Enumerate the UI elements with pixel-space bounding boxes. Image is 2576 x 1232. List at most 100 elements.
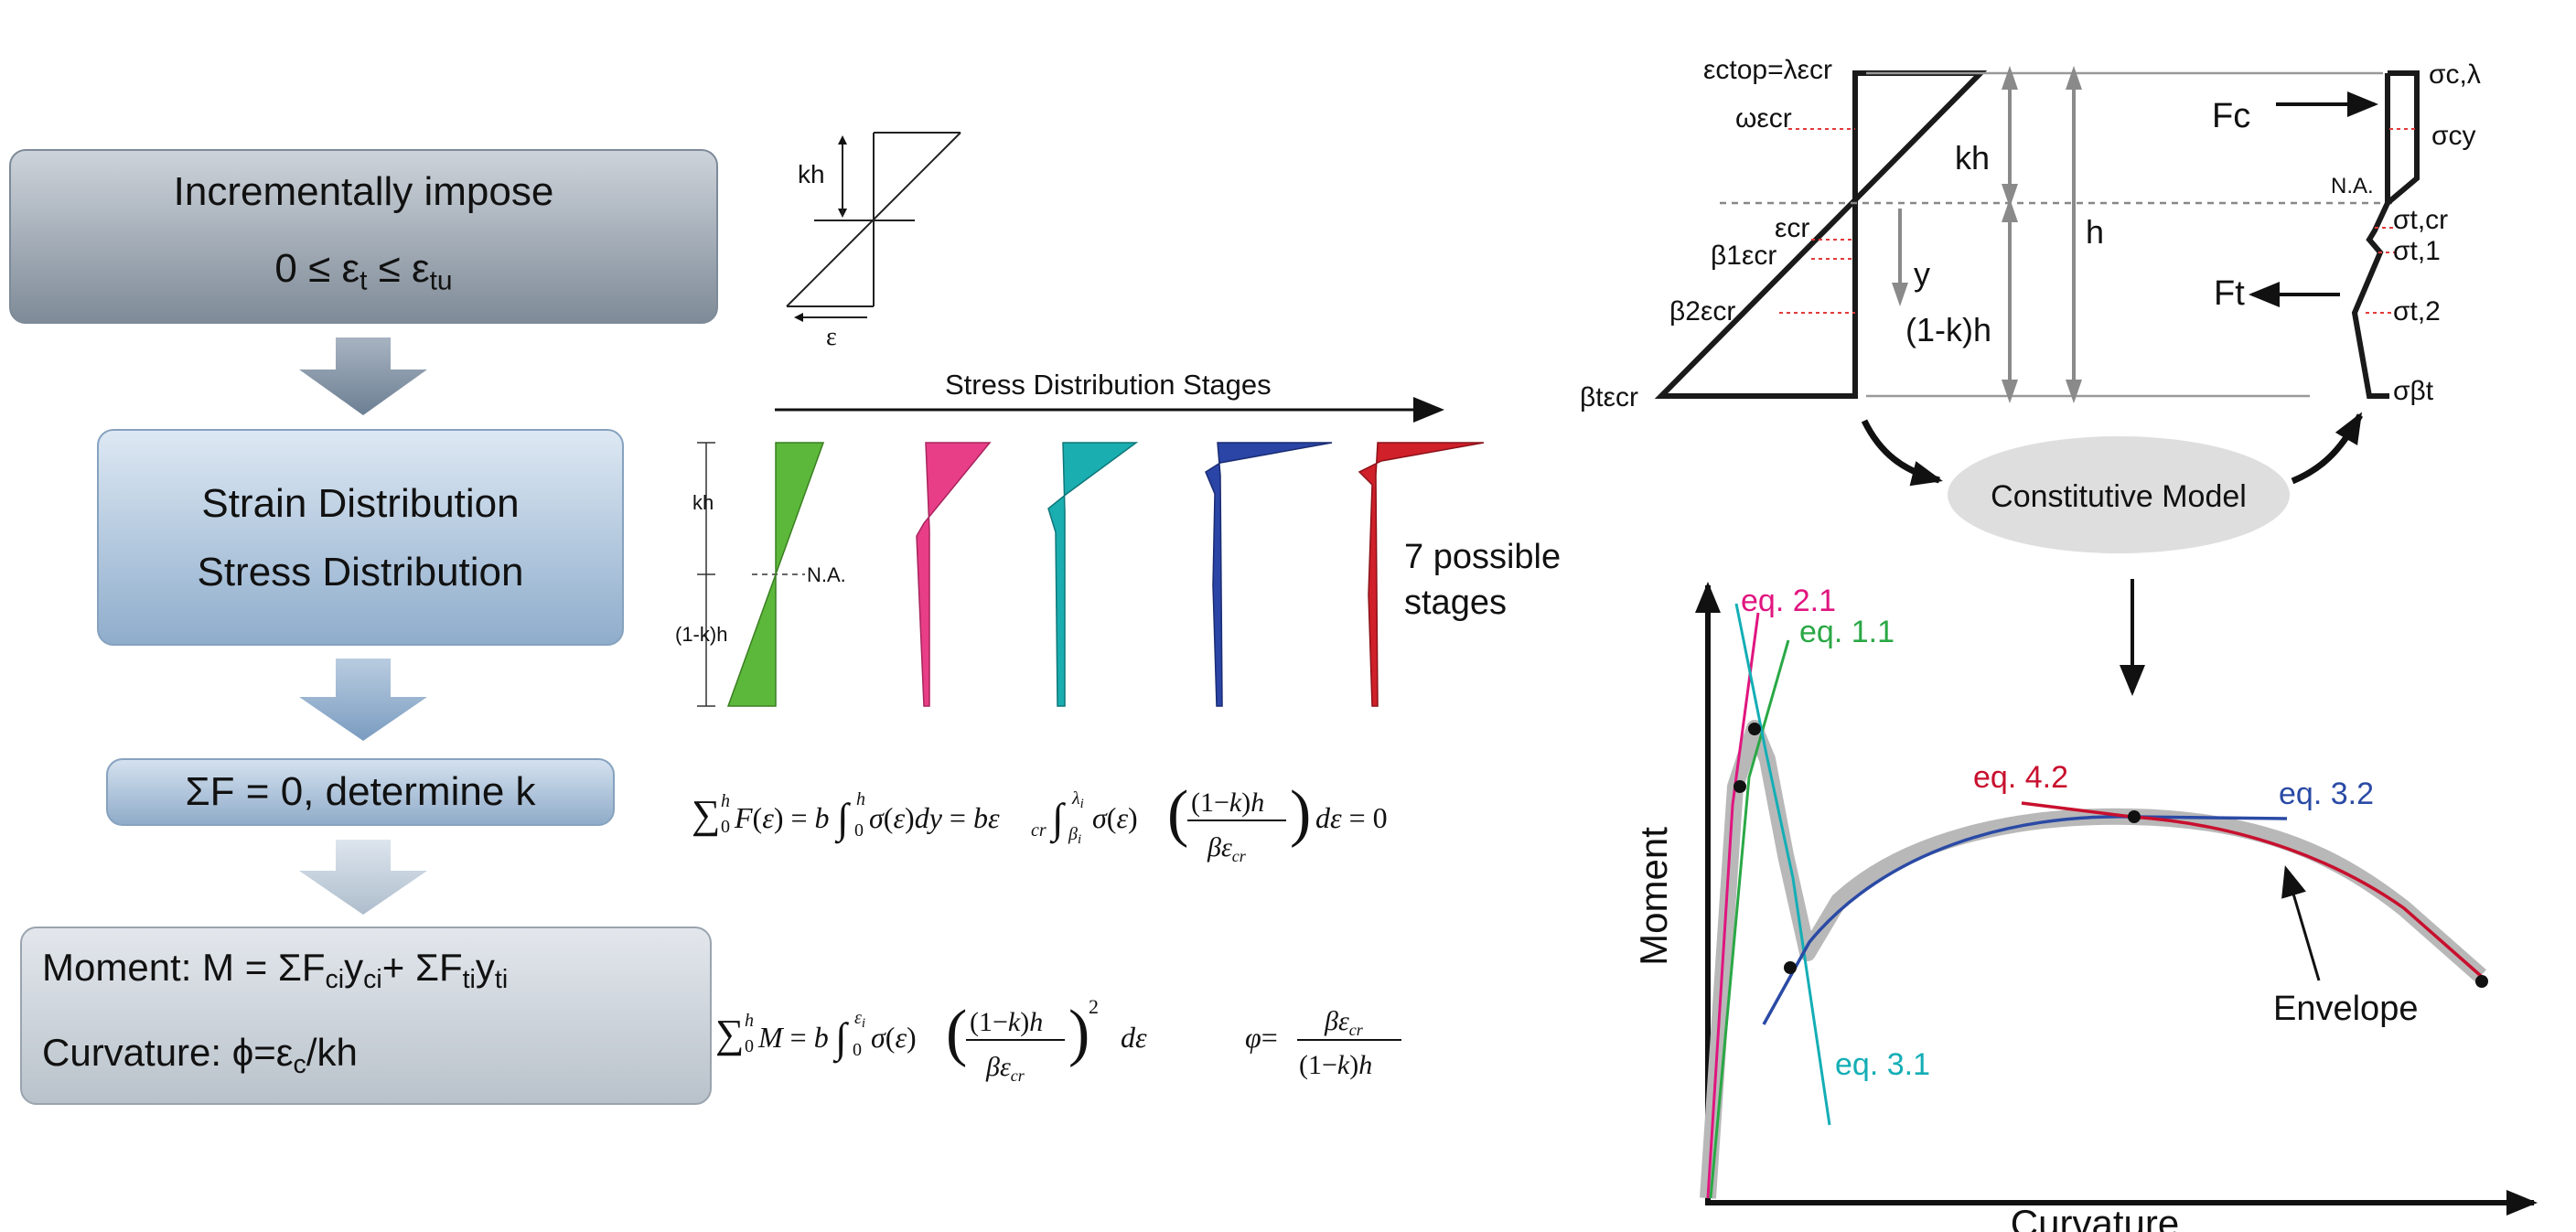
force-ft-label: Ft	[2214, 274, 2245, 313]
equation-force: ∑ h 0 F(ε) = b ∫ h 0 σ(ε)dy = bε cr ∫ λi…	[692, 778, 1388, 865]
svg-text:0: 0	[721, 817, 730, 837]
svg-text:2: 2	[1089, 995, 1099, 1018]
force-fc-label: Fc	[2212, 97, 2250, 135]
section-reference-lines	[1720, 71, 2397, 398]
stages-dimensions	[697, 442, 805, 707]
model-arrow-in	[1861, 419, 1943, 487]
label-eq-3-1: eq. 3.1	[1835, 1047, 1930, 1082]
svg-text:βεcr: βεcr	[985, 1052, 1025, 1085]
svg-text:cr: cr	[1031, 820, 1046, 841]
svg-text:(1−k)h: (1−k)h	[1191, 787, 1264, 818]
svg-text:(: (	[946, 998, 967, 1068]
constitutive-model-label: Constitutive Model	[1991, 479, 2247, 514]
stages-na-label: N.A.	[807, 563, 846, 586]
strain-icon	[786, 132, 961, 322]
strain-label-top: εctop=λεcr	[1703, 55, 1832, 85]
svg-text:M = b: M = b	[757, 1021, 829, 1054]
svg-text:(: (	[1167, 778, 1188, 849]
stress-label-top: σc,λ	[2429, 59, 2481, 90]
svg-text:0: 0	[745, 1036, 754, 1056]
section-strain-markers	[1779, 128, 1855, 314]
strain-label-beta2: β2εcr	[1669, 296, 1735, 327]
section-dim-kh: kh	[1955, 139, 1990, 177]
section-dimension-arrows	[1892, 66, 2082, 403]
flow-box-stress-distribution: Stress Distribution	[197, 549, 524, 595]
svg-text:βεcr: βεcr	[1324, 1006, 1364, 1039]
svg-text:∫: ∫	[1049, 795, 1066, 844]
svg-text:∫: ∫	[834, 795, 851, 844]
flow-box-moment-line: Moment: M = ΣFciyci+ ΣFtiyti	[42, 945, 509, 994]
stress-label-t2: σt,2	[2393, 296, 2441, 327]
svg-text:h: h	[745, 1011, 754, 1031]
svg-text:h: h	[856, 789, 865, 809]
stage-3-teal	[1047, 442, 1139, 707]
svg-text:σ(ε)dy = bε: σ(ε)dy = bε	[869, 801, 1000, 834]
svg-text:σ(ε): σ(ε)	[1092, 801, 1138, 834]
section-stress-markers	[2366, 128, 2417, 314]
svg-text:βεcr: βεcr	[1207, 832, 1247, 865]
strain-label-betat: βtεcr	[1580, 382, 1638, 412]
strain-icon-epsilon: ε	[826, 323, 837, 351]
curve-point-2	[1748, 723, 1761, 735]
svg-text:φ=: φ=	[1245, 1021, 1278, 1054]
model-arrow-out	[2291, 412, 2364, 485]
stress-label-cy: σcy	[2431, 121, 2476, 151]
strain-label-beta1: β1εcr	[1711, 241, 1776, 271]
stage-5-red	[1358, 442, 1485, 707]
flow-arrow-1	[299, 337, 427, 415]
stress-label-tb: σβt	[2393, 376, 2434, 406]
stress-label-tcr: σt,cr	[2393, 205, 2448, 235]
label-eq-3-2: eq. 3.2	[2279, 777, 2374, 811]
curvature-axis-label: Curvature	[2011, 1202, 2179, 1232]
flow-box-curvature-line: Curvature: ϕ=εc/kh	[42, 1030, 358, 1079]
curve-eq-3-1	[1734, 603, 1831, 1126]
svg-text:dε = 0: dε = 0	[1315, 801, 1388, 834]
section-dim-y: y	[1914, 255, 1930, 293]
svg-text:(1−k)h: (1−k)h	[970, 1007, 1043, 1037]
flow-arrow-2	[299, 659, 427, 741]
flow-box-impose-strain: Incrementally impose 0 ≤ εt ≤ εtu	[9, 149, 718, 324]
curve-eq-1-1	[1709, 639, 1790, 1199]
stage-1-green	[726, 442, 825, 707]
strain-label-cr: εcr	[1775, 213, 1809, 243]
equation-curvature: φ= βεcr (1−k)h	[1245, 1006, 1401, 1080]
svg-text:λi: λi	[1071, 788, 1084, 811]
curve-eq-3-2	[1762, 815, 2288, 1025]
stress-label-t1: σt,1	[2393, 236, 2441, 266]
stages-kh-label: kh	[692, 491, 714, 514]
label-eq-1-1: eq. 1.1	[1799, 615, 1894, 649]
stages-note-line1: 7 possible	[1404, 538, 1561, 576]
label-eq-4-2: eq. 4.2	[1973, 760, 2068, 795]
svg-text:σ(ε): σ(ε)	[871, 1021, 917, 1054]
section-stress-profile	[2351, 70, 2420, 399]
strain-label-omega: ωεcr	[1735, 103, 1792, 134]
flow-box-impose-line2: 0 ≤ εt ≤ εtu	[274, 245, 453, 296]
section-dim-h: h	[2086, 213, 2104, 251]
svg-text:dε: dε	[1121, 1021, 1147, 1054]
flow-box-strain-distribution: Strain Distribution	[201, 480, 520, 526]
svg-text:h: h	[721, 791, 730, 811]
equation-moment: ∑ h 0 M = b ∫ εi 0 σ(ε) ( (1−k)h βεcr ) …	[715, 995, 1147, 1085]
flow-box-moment-curvature: Moment: M = ΣFciyci+ ΣFtiyti Curvature: …	[20, 927, 712, 1105]
stages-1mk-label: (1-k)h	[675, 623, 727, 646]
svg-text:βi: βi	[1068, 824, 1081, 847]
label-eq-2-1: eq. 2.1	[1741, 584, 1836, 618]
curve-eq-4-2	[2021, 801, 2483, 978]
stages-note-line2: stages	[1404, 584, 1507, 622]
envelope-label: Envelope	[2273, 990, 2418, 1028]
envelope-pointer	[2281, 865, 2321, 981]
svg-text:0: 0	[853, 1040, 862, 1060]
svg-text:): )	[1068, 998, 1089, 1068]
curve-point-1	[1733, 780, 1746, 793]
flow-box-impose-line1: Incrementally impose	[173, 168, 554, 214]
curve-point-4	[2128, 810, 2141, 823]
section-dim-1mkh: (1-k)h	[1905, 311, 1991, 348]
moment-axis-label: Moment	[1632, 827, 1675, 966]
strain-icon-kh: kh	[798, 160, 825, 188]
stage-4-blue	[1205, 442, 1333, 707]
curve-point-5	[2475, 975, 2488, 988]
flow-box-distribution: Strain Distribution Stress Distribution	[97, 429, 624, 646]
flow-box-equilibrium: ΣF = 0, determine k	[106, 758, 615, 826]
stress-label-na: N.A.	[2331, 174, 2374, 198]
